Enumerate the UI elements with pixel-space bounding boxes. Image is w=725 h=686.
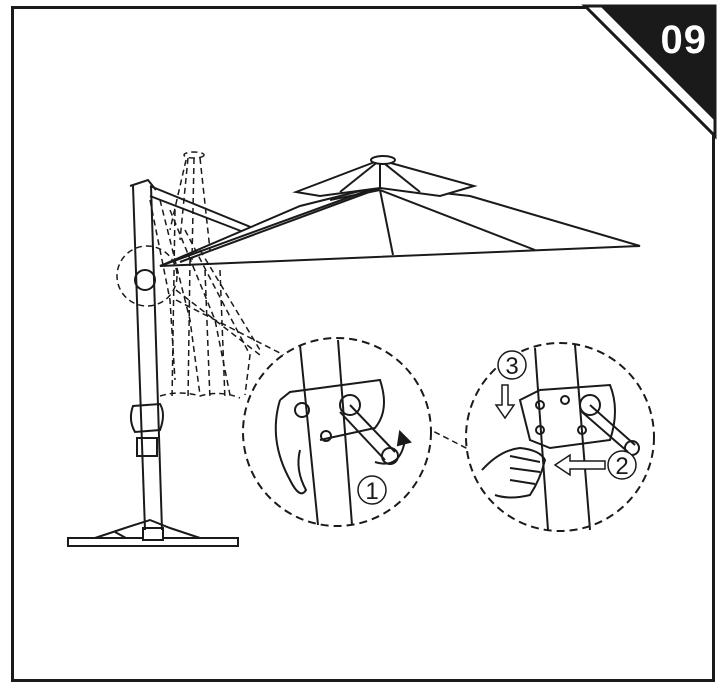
push-arrow-icon: [553, 453, 606, 477]
hand-icon: [481, 446, 547, 499]
crank-hub: [339, 394, 361, 416]
callout-2: 2: [615, 453, 628, 480]
umbrella-base: [67, 518, 239, 547]
canopy-top: [292, 155, 478, 198]
down-arrow-icon: [494, 384, 516, 420]
umbrella-arm: [149, 185, 259, 237]
callout-1: 1: [365, 478, 378, 505]
step-badge-corner: [581, 4, 717, 140]
canopy-ghost-positions: [116, 151, 471, 451]
step-number: 09: [660, 18, 707, 62]
canopy-tilted: [159, 184, 641, 267]
instruction-frame: [11, 6, 715, 682]
detail-view-push-tilt: 2 3: [465, 342, 655, 532]
detail-view-rotate-crank: 1: [242, 337, 432, 527]
umbrella-pole: [129, 178, 164, 531]
callout-3: 3: [505, 353, 518, 380]
